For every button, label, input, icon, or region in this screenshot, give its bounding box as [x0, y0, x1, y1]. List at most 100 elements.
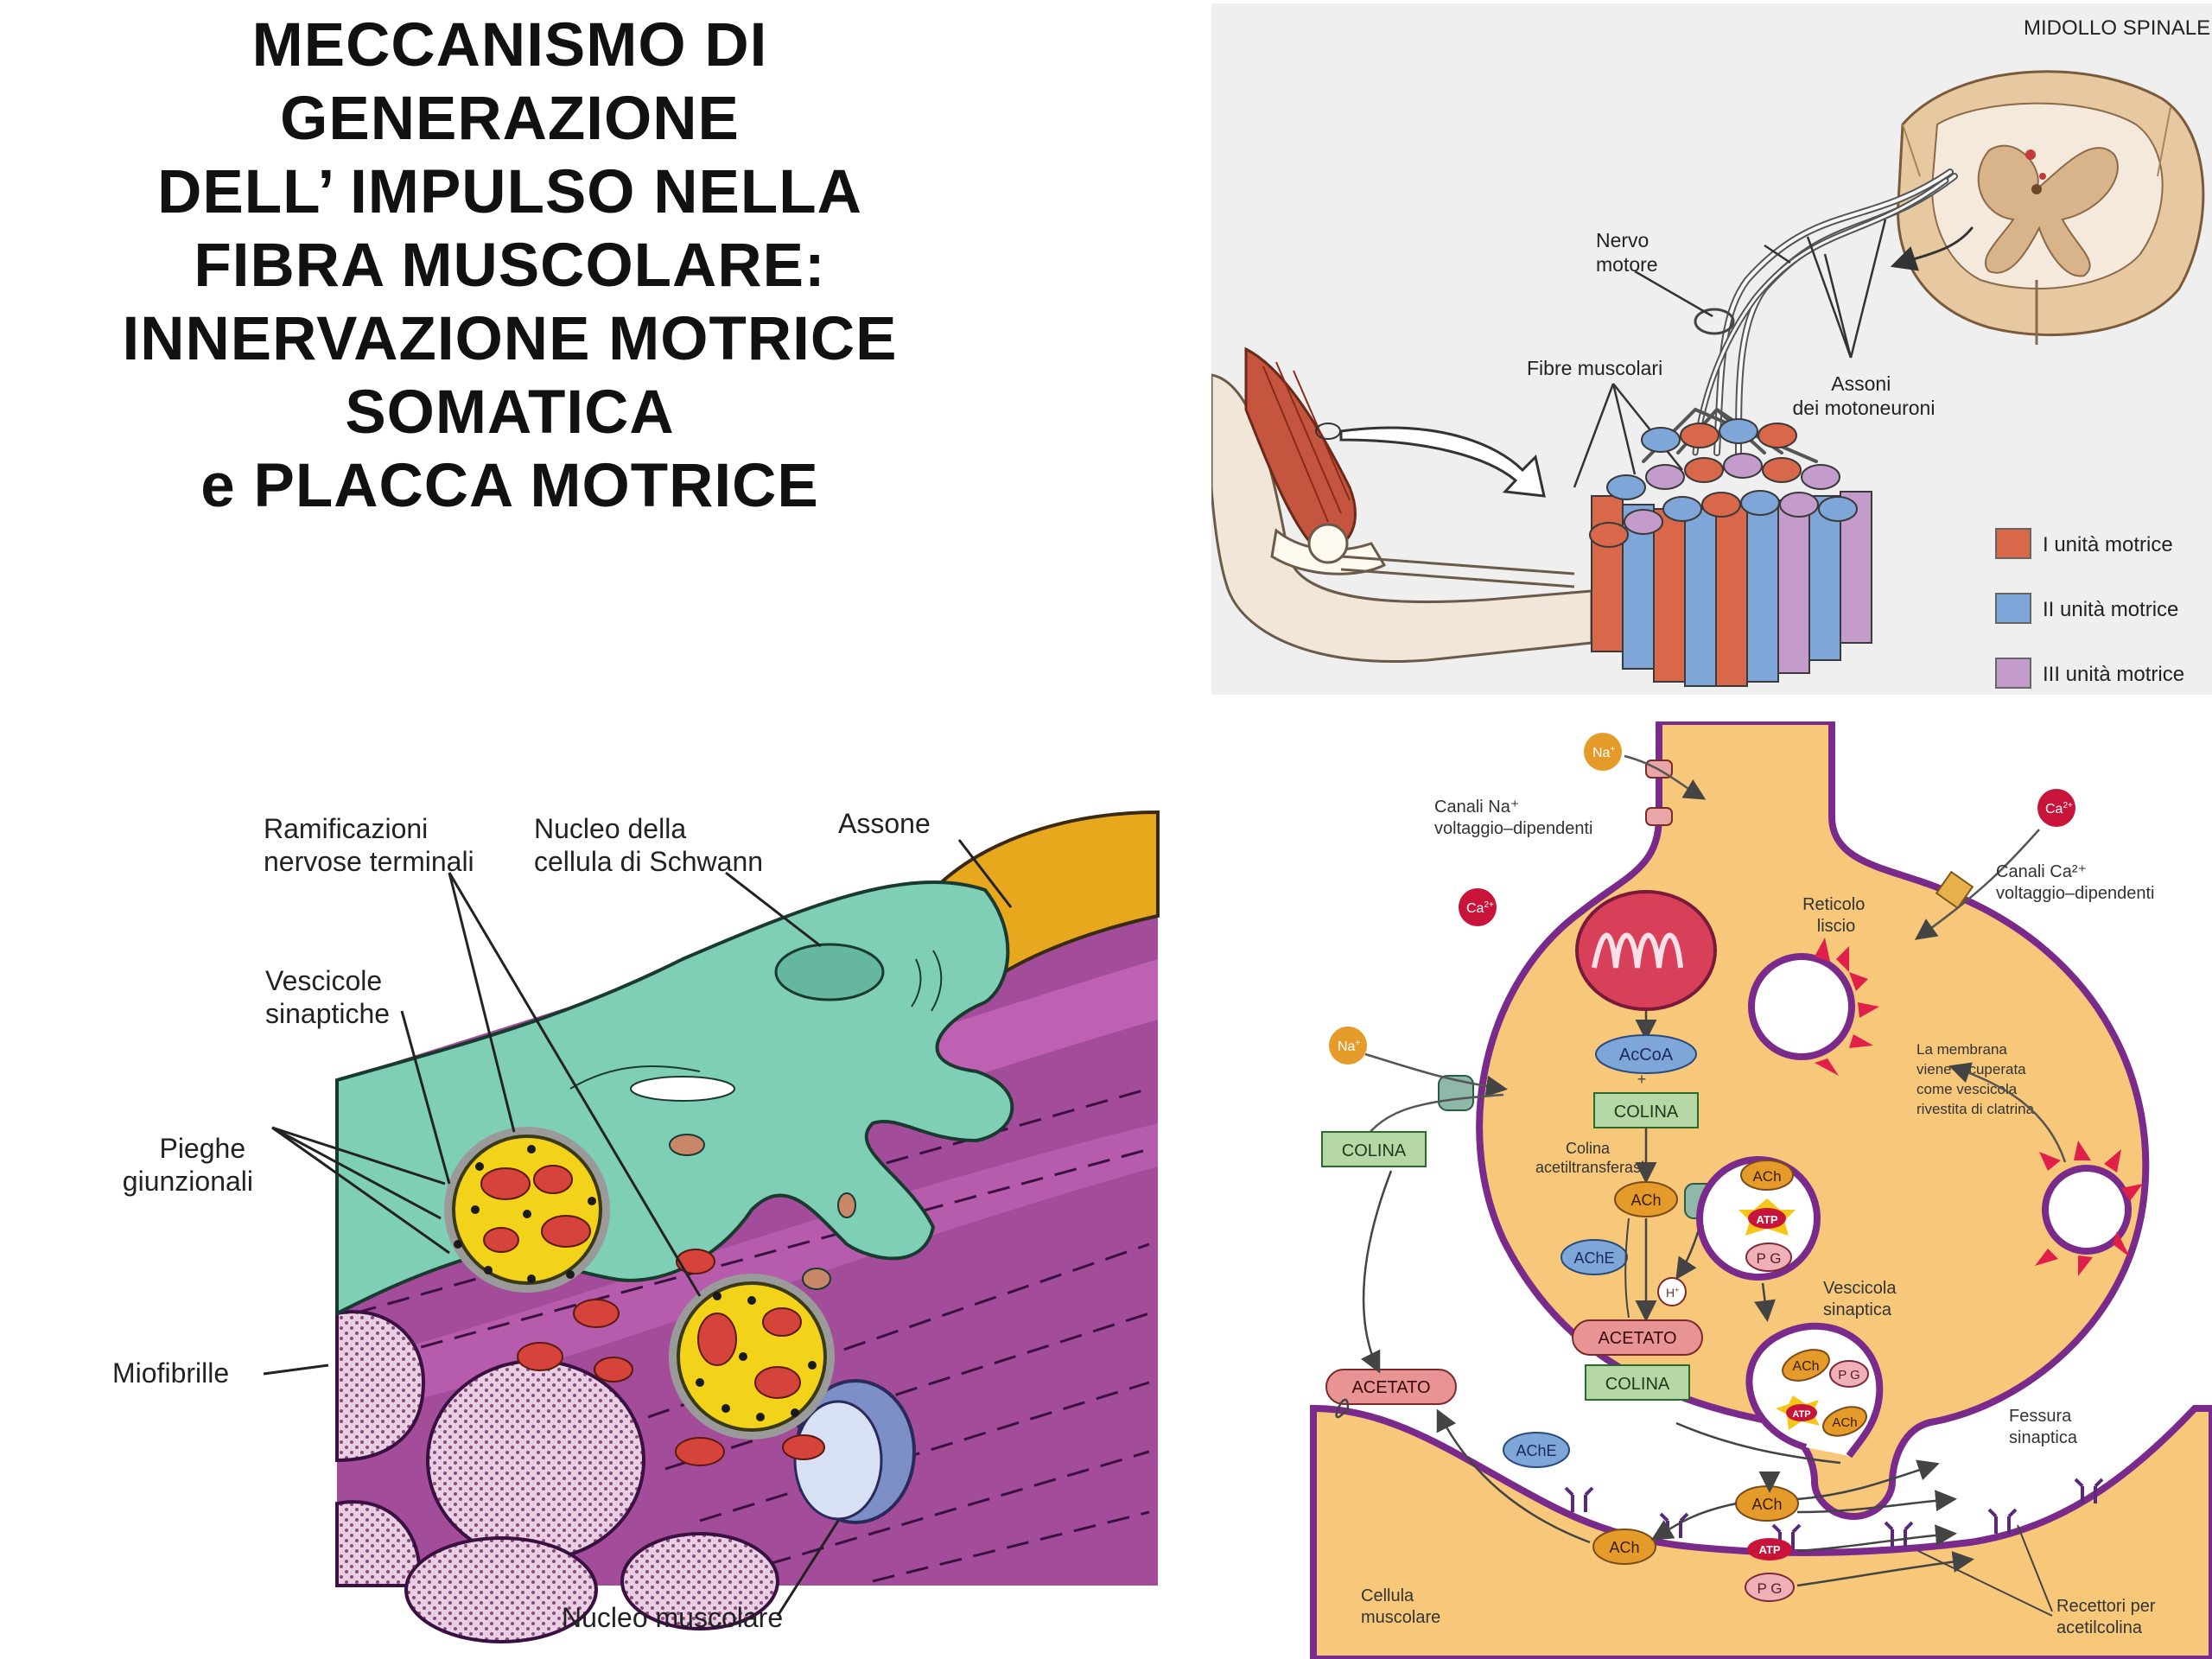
ach-badge: ACh [1735, 1485, 1799, 1522]
ache-badge: AChE [1503, 1432, 1570, 1468]
recycling-vesicle [2042, 1165, 2132, 1255]
motor-unit-illustration: MIDOLLO SPINALE [1211, 3, 2212, 695]
synaptic-vesicle: ACh ATP P G [1696, 1156, 1821, 1281]
svg-text:ACh: ACh [1792, 1359, 1819, 1374]
na-ion-badge: Na+ [1584, 733, 1622, 771]
svg-text:COLINA: COLINA [1342, 1141, 1407, 1160]
clathrin-coat [1815, 938, 1879, 1076]
legend-label: III unità motrice [2043, 663, 2184, 686]
motor-unit-svg: MIDOLLO SPINALE [1211, 16, 2210, 689]
choline-acetyltransferase-label: Colina acetiltransferasi [1535, 1140, 1644, 1176]
schwann-nucleus-label: Nucleo della cellula di Schwann [534, 813, 763, 877]
na-channels-label: Canali Na⁺ voltaggio–dipendenti [1434, 798, 1593, 838]
svg-text:Ca2+: Ca2+ [1466, 900, 1494, 916]
ca-ion-badge: Ca2+ [1459, 888, 1497, 926]
title-line: MECCANISMO DI [251, 11, 768, 79]
terminal-bouton [444, 1127, 610, 1293]
title-line: DELL’ IMPULSO NELLA [157, 158, 862, 226]
terminal-branches-label: Ramificazioni nervose terminali [264, 813, 474, 877]
svg-text:ATP: ATP [1758, 1543, 1780, 1556]
svg-text:ACh: ACh [1751, 1496, 1782, 1513]
legend-swatch [1995, 593, 2031, 624]
title-line: FIBRA MUSCOLARE: [194, 232, 826, 300]
na-channel [1645, 760, 1673, 826]
title-line: SOMATICA [345, 378, 675, 447]
svg-text:ACh: ACh [1630, 1192, 1661, 1209]
ach-badge: ACh [1614, 1181, 1678, 1217]
junctional-folds-label: Pieghe giunzionali [123, 1133, 253, 1197]
svg-text:AcCoA: AcCoA [1619, 1046, 1674, 1065]
atp-badge: ATP [1747, 1538, 1792, 1560]
muscle-mitochondria [517, 1249, 825, 1466]
na-ion-badge: Na+ [1329, 1027, 1367, 1065]
title-line: INNERVAZIONE MOTRICE [122, 305, 898, 373]
spinal-cord [1897, 70, 2205, 345]
acetate-badge: ACETATO [1572, 1319, 1703, 1356]
neuromuscular-junction-illustration: Ramificazioni nervose terminali Nucleo d… [95, 760, 1184, 1659]
title-line: GENERAZIONE [280, 85, 740, 153]
choline-box-recycled: COLINA [1585, 1364, 1690, 1401]
ca-ion-badge: Ca2+ [2037, 789, 2075, 827]
ach-badge: ACh [1592, 1529, 1656, 1565]
acetyl-coa-badge: AcCoA [1595, 1034, 1697, 1074]
acetate-badge: ACETATO [1325, 1369, 1457, 1405]
smooth-er-vesicle [1748, 953, 1855, 1060]
svg-text:+: + [1637, 1071, 1647, 1088]
svg-text:AChE: AChE [1516, 1442, 1556, 1459]
docking-vesicle: ACh P G ATP ACh [1745, 1322, 1884, 1459]
axon-label: Assone [838, 808, 931, 839]
svg-text:ATP: ATP [1792, 1409, 1810, 1420]
receptors-label: Recettori per acetilcolina [2056, 1597, 2160, 1637]
svg-text:ACETATO: ACETATO [1598, 1329, 1676, 1348]
svg-text:P G: P G [1758, 1580, 1783, 1597]
muscle-fiber-bundle [1589, 418, 1872, 687]
vesicles-label: Vescicole sinaptiche [265, 965, 390, 1029]
terminal-bouton [669, 1274, 835, 1440]
arm-illustration [1211, 346, 1593, 664]
svg-text:P G: P G [1838, 1368, 1860, 1382]
slide-title: MECCANISMO DI GENERAZIONE DELL’ IMPULSO … [35, 9, 985, 523]
myofibrils [335, 1310, 779, 1643]
motor-unit-legend: I unità motrice II unità motrice III uni… [1995, 528, 2184, 689]
muscle-nucleus-label: Nucleo muscolare [562, 1602, 783, 1633]
choline-transporter [1438, 1075, 1474, 1111]
schwann-nucleus [774, 943, 885, 1001]
synaptic-vesicle-label: Vescicola sinaptica [1823, 1279, 1901, 1319]
legend-label: I unità motrice [2043, 533, 2173, 556]
svg-text:AChE: AChE [1573, 1249, 1614, 1267]
svg-text:H+: H+ [1666, 1286, 1679, 1300]
h-ion-badge: H+ [1657, 1277, 1687, 1306]
motor-nerve [1642, 168, 1974, 463]
svg-text:ATP: ATP [1756, 1213, 1777, 1226]
muscle-fibers-label: Fibre muscolari [1527, 357, 1662, 379]
label-pointers [263, 839, 1013, 1617]
svg-text:Ca2+: Ca2+ [2045, 801, 2073, 817]
legend-swatch [1995, 658, 2031, 689]
pg-badge: P G [1745, 1573, 1795, 1602]
motor-axons-label: Assoni dei motoneuroni [1793, 372, 1936, 419]
ache-badge: AChE [1560, 1239, 1628, 1275]
svg-text:COLINA: COLINA [1614, 1103, 1679, 1122]
synapse-biochemistry-illustration: Na+ Canali Na⁺ voltaggio–dipendenti Ca2+… [1296, 721, 2212, 1659]
svg-text:Na+: Na+ [1592, 745, 1615, 760]
legend-label: II unità motrice [2043, 598, 2178, 621]
spinal-cord-label: MIDOLLO SPINALE [2024, 16, 2210, 40]
legend-swatch [1995, 528, 2031, 559]
muscle-nucleus [793, 1379, 916, 1524]
myofibrils-label: Miofibrille [112, 1357, 229, 1389]
svg-text:COLINA: COLINA [1605, 1375, 1670, 1394]
ca-channel [1935, 870, 1974, 910]
smooth-er-label: Reticolo liscio [1802, 895, 1870, 936]
svg-text:P G: P G [1757, 1250, 1782, 1267]
choline-box: COLINA [1593, 1092, 1699, 1128]
muscle-cell-label: Cellula muscolare [1361, 1586, 1440, 1627]
svg-text:Na+: Na+ [1338, 1039, 1360, 1054]
choline-box-outside: COLINA [1321, 1131, 1427, 1167]
membrane-note-label: La membrana viene recuperata come vescic… [1916, 1041, 2035, 1117]
motor-nerve-label: Nervo motore [1596, 229, 1658, 276]
svg-text:ACETATO: ACETATO [1351, 1378, 1430, 1397]
svg-text:ACh: ACh [1752, 1168, 1781, 1185]
svg-text:ACh: ACh [1609, 1539, 1639, 1556]
title-line: e PLACCA MOTRICE [200, 452, 819, 520]
ca-channels-label: Canali Ca²⁺ voltaggio–dipendenti [1996, 862, 2155, 903]
